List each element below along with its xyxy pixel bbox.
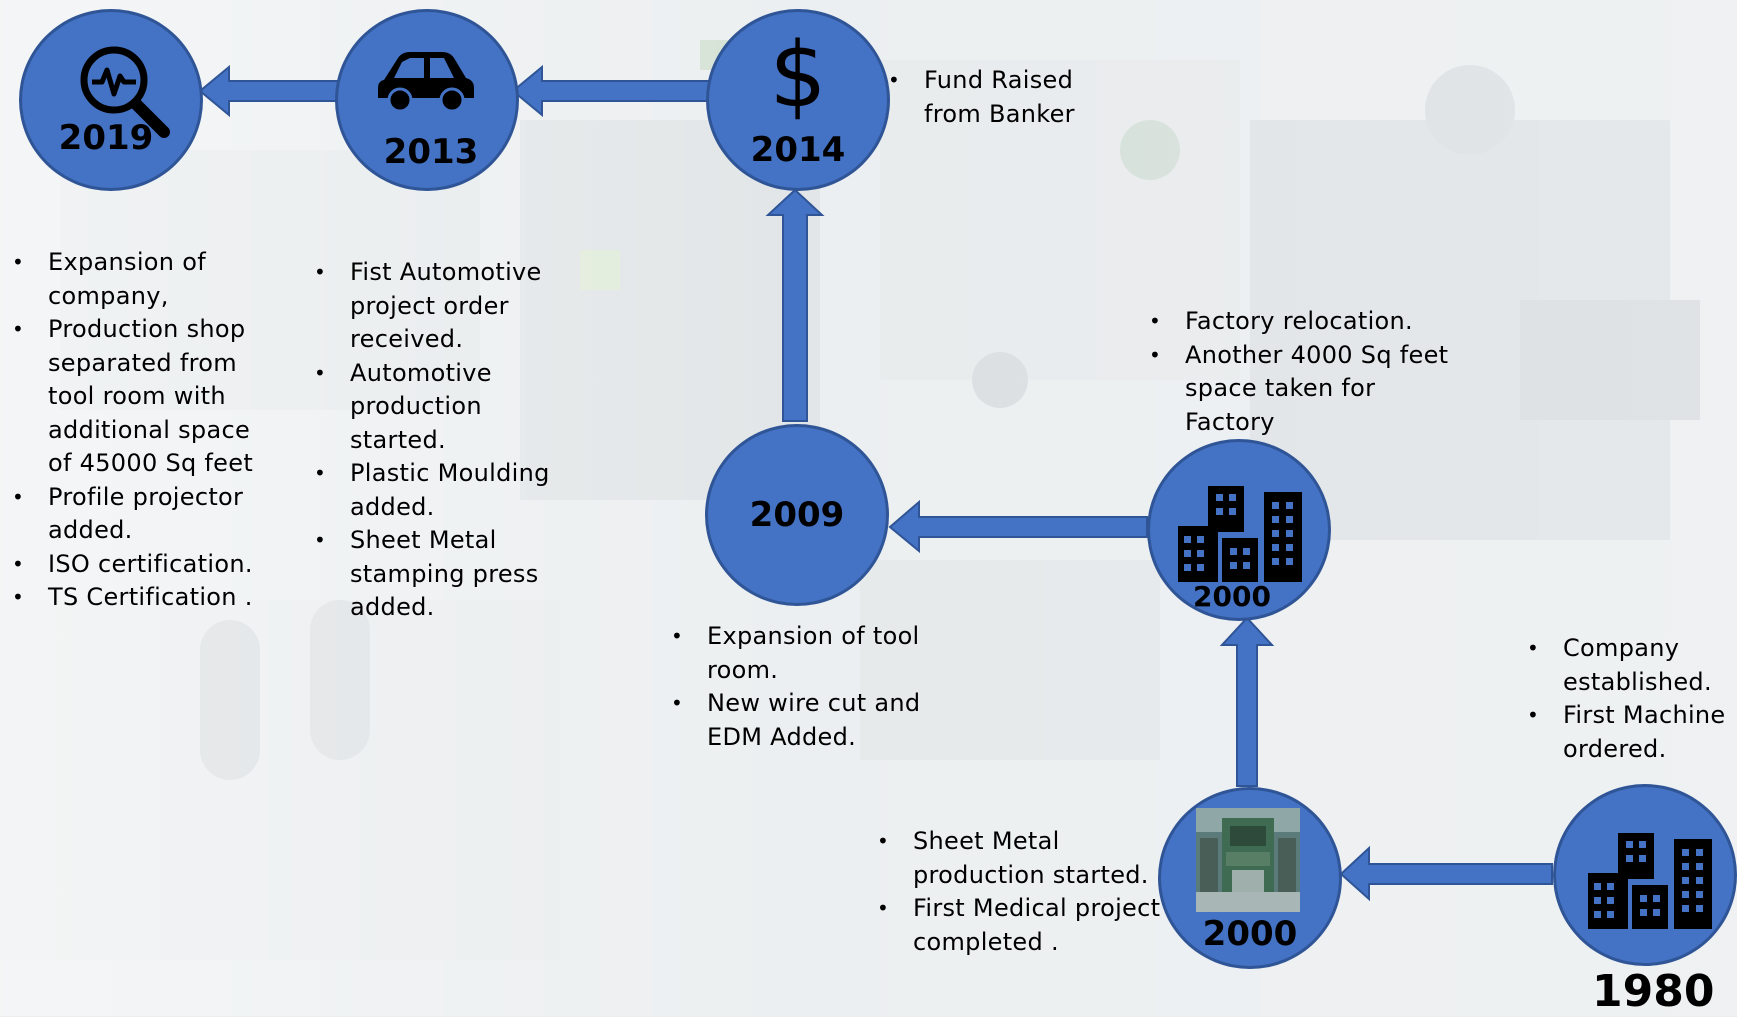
node-2013: 2013 xyxy=(335,9,519,191)
note-item: Fist Automotive project order received. xyxy=(314,256,574,357)
notes-2009: Expansion of tool room. New wire cut and… xyxy=(671,620,931,754)
notes-2000-production: Sheet Metal production started. First Me… xyxy=(877,825,1167,959)
note-item: TS Certification . xyxy=(12,581,272,615)
note-item: Plastic Moulding added. xyxy=(314,457,574,524)
notes-2019: Expansion of company, Production shop se… xyxy=(12,246,272,615)
note-item: Another 4000 Sq feet space taken for Fac… xyxy=(1149,339,1469,440)
year-label: 2000 xyxy=(1202,914,1298,954)
node-2014: $ 2014 xyxy=(706,9,890,191)
note-item: Profile projector added. xyxy=(12,481,272,548)
magnifier-pulse-icon xyxy=(80,46,170,138)
node-2000-production: 2000 xyxy=(1158,787,1342,969)
notes-2013: Fist Automotive project order received. … xyxy=(314,256,574,625)
buildings-icon xyxy=(1178,486,1302,582)
node-2009: 2009 xyxy=(705,424,889,606)
arrow-2000b-to-2000a xyxy=(1219,616,1275,787)
note-item: Fund Raised from Banker xyxy=(888,64,1108,131)
node-2019: 2019 xyxy=(19,9,203,191)
year-label: 2000 xyxy=(1193,580,1271,613)
year-label: 2009 xyxy=(749,495,845,535)
arrow-1980-to-2000b xyxy=(1339,845,1553,902)
factory-photo xyxy=(1196,808,1300,912)
node-1980 xyxy=(1553,784,1737,966)
note-item: Automotive production started. xyxy=(314,357,574,458)
note-item: ISO certification. xyxy=(12,548,272,582)
note-item: Sheet Metal production started. xyxy=(877,825,1167,892)
note-item: Expansion of tool room. xyxy=(671,620,931,687)
note-item: Company established. xyxy=(1527,632,1737,699)
arrow-2013-to-2019 xyxy=(198,64,341,118)
year-label: 2019 xyxy=(58,118,154,158)
notes-2000-relocation: Factory relocation. Another 4000 Sq feet… xyxy=(1149,305,1469,439)
note-item: New wire cut and EDM Added. xyxy=(671,687,931,754)
note-item: Sheet Metal stamping press added. xyxy=(314,524,574,625)
dollar-icon: $ xyxy=(769,23,827,128)
year-label-1980: 1980 xyxy=(1592,966,1715,1017)
arrow-2000a-to-2009 xyxy=(888,499,1148,554)
note-item: First Medical project completed . xyxy=(877,892,1167,959)
notes-1980: Company established. First Machine order… xyxy=(1527,632,1737,766)
note-item: Production shop separated from tool room… xyxy=(12,313,272,481)
note-item: Expansion of company, xyxy=(12,246,272,313)
year-label: 2014 xyxy=(750,130,846,170)
note-item: Factory relocation. xyxy=(1149,305,1469,339)
node-2000-relocation: 2000 xyxy=(1147,439,1331,621)
car-icon xyxy=(378,52,474,113)
note-item: First Machine ordered. xyxy=(1527,699,1737,766)
arrow-2014-to-2013 xyxy=(511,64,711,118)
notes-2014: Fund Raised from Banker xyxy=(888,64,1108,131)
buildings-icon xyxy=(1588,833,1712,929)
year-label: 2013 xyxy=(383,132,479,172)
